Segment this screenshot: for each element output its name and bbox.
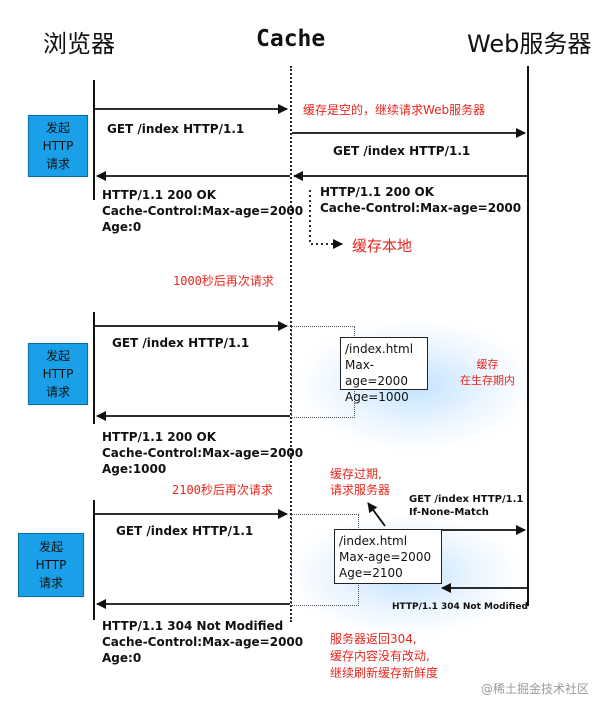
request-badge-3: 发起 HTTP 请求 — [18, 533, 84, 597]
s2-request-label: GET /index HTTP/1.1 — [112, 336, 250, 350]
s3-browser-response-label: HTTP/1.1 304 Not Modified Cache-Control:… — [102, 619, 304, 665]
browser-header: 浏览器 — [43, 30, 115, 58]
s3-request-label: GET /index HTTP/1.1 — [116, 524, 254, 538]
browser-lifeline-1 — [93, 80, 95, 200]
cache-header: Cache — [256, 26, 326, 52]
s1-browser-response-label: HTTP/1.1 200 OK Cache-Control:Max-age=20… — [102, 188, 304, 234]
s3-cache-entry: /index.html Max-age=2000 Age=2100 — [334, 529, 442, 584]
s3-server-response-label: HTTP/1.1 304 Not Modified — [392, 602, 528, 612]
request-badge-text-3: 发起 HTTP 请求 — [35, 540, 67, 590]
s1-forward-label: GET /index HTTP/1.1 — [333, 144, 471, 158]
s3-expired-note: 缓存过期, 请求服务器 — [330, 467, 391, 497]
request-badge-text-1: 发起 HTTP 请求 — [42, 121, 74, 171]
s2-status-note: 缓存 在生存期内 — [460, 358, 515, 387]
s2-time-note: 1000秒后再次请求 — [173, 274, 274, 288]
s1-request-label: GET /index HTTP/1.1 — [107, 122, 245, 136]
s1-cache-store-note: 缓存本地 — [352, 237, 413, 255]
s3-expired-pointer — [367, 502, 386, 527]
s3-server-note: 服务器返回304, 缓存内容没有改动, 继续刷新缓存新鲜度 — [330, 632, 439, 680]
s3-time-note: 2100秒后再次请求 — [172, 483, 273, 497]
s1-cache-empty-note: 缓存是空的，继续请求Web服务器 — [303, 103, 486, 117]
request-badge-1: 发起 HTTP 请求 — [28, 115, 88, 177]
s3-forward-label: GET /index HTTP/1.1 If-None-Match — [409, 494, 524, 518]
server-lifeline — [527, 66, 529, 606]
browser-lifeline-2 — [93, 312, 95, 424]
request-badge-text-2: 发起 HTTP 请求 — [42, 349, 74, 399]
server-header: Web服务器 — [467, 30, 592, 58]
browser-lifeline-3 — [93, 500, 95, 620]
s1-server-response-label: HTTP/1.1 200 OK Cache-Control:Max-age=20… — [320, 185, 522, 215]
request-badge-2: 发起 HTTP 请求 — [28, 343, 88, 405]
s1-cache-store-arrow — [309, 190, 343, 249]
watermark: @稀土掘金技术社区 — [481, 682, 590, 696]
s2-cache-entry: /index.html Max-age=2000 Age=1000 — [340, 337, 428, 404]
s2-browser-response-label: HTTP/1.1 200 OK Cache-Control:Max-age=20… — [102, 430, 304, 476]
